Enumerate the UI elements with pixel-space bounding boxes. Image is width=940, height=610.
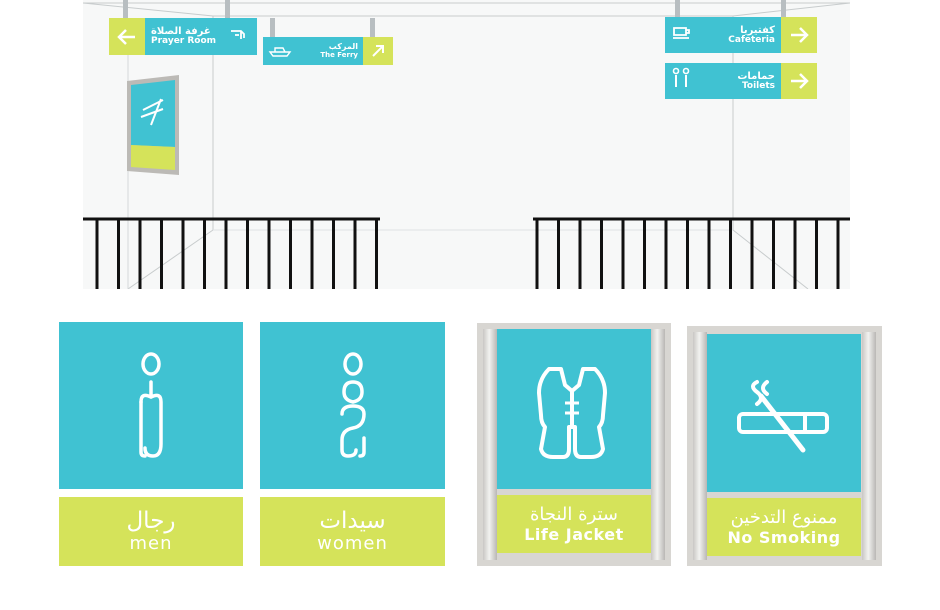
men-label-ar: رجال	[126, 507, 176, 534]
women-label-en: women	[317, 532, 388, 554]
woman-icon	[340, 352, 366, 458]
no-smoking-label-ar: ممنوع التدخين	[730, 506, 838, 528]
ferry-icon	[268, 42, 292, 61]
toilets-ar: حمامات	[737, 70, 775, 82]
ferry-en: The Ferry	[320, 50, 358, 59]
prayer-icon	[229, 27, 251, 47]
wall-no-smoking-poster	[127, 75, 179, 175]
toilets-icon	[671, 67, 691, 95]
cafeteria-en: Cafeteria	[728, 34, 775, 45]
prayer-room-sign: غرفة الصلاة Prayer Room	[109, 18, 257, 55]
ferry-sign: المركب The Ferry	[263, 37, 393, 65]
women-label-ar: سيدات	[319, 507, 386, 534]
prayer-room-ar: غرفة الصلاة	[151, 26, 211, 38]
life-jacket-sign: سترة النجاة Life Jacket	[477, 323, 671, 566]
toilets-sign: حمامات Toilets	[665, 63, 817, 99]
cafeteria-sign: كفتيريا Cafeteria	[665, 17, 817, 53]
arrow-left-icon	[109, 18, 145, 55]
ferry-ar: المركب	[328, 41, 358, 51]
no-smoking-label-en: No Smoking	[727, 528, 841, 548]
women-sign: سيدات women	[260, 322, 445, 566]
terminal-scene: غرفة الصلاة Prayer Room المركب The Ferry	[83, 0, 850, 289]
life-jacket-label-en: Life Jacket	[524, 525, 624, 545]
railings	[83, 217, 850, 289]
no-smoking-icon	[737, 380, 829, 453]
life-jacket-icon	[537, 367, 607, 459]
life-jacket-label-ar: سترة النجاة	[529, 503, 619, 525]
arrow-right-icon	[781, 17, 817, 53]
men-sign: رجال men	[59, 322, 243, 566]
no-smoking-sign: ممنوع التدخين No Smoking	[687, 326, 882, 566]
men-label-en: men	[129, 532, 173, 554]
cafeteria-ar: كفتيريا	[740, 24, 775, 36]
arrow-right-icon	[781, 63, 817, 99]
cup-icon	[671, 25, 693, 45]
toilets-en: Toilets	[741, 80, 775, 91]
prayer-room-en: Prayer Room	[151, 36, 217, 47]
man-icon	[139, 352, 163, 458]
arrow-up-right-icon	[363, 37, 393, 65]
